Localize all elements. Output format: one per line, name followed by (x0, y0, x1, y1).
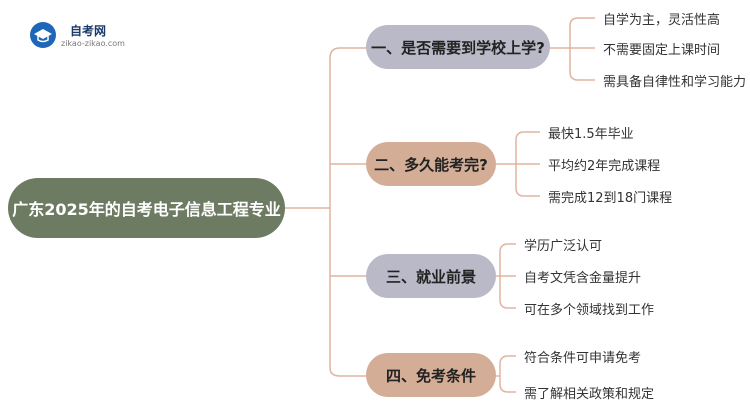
branch-node-school: 一、是否需要到学校上学? (366, 25, 550, 69)
leaf-item: 不需要固定上课时间 (603, 43, 721, 58)
branch-node-exemption: 四、免考条件 (366, 353, 496, 397)
branch-node-employment: 三、就业前景 (366, 254, 496, 298)
site-logo: 自考网 zikao-zikao.com (30, 20, 140, 50)
logo-subtitle: zikao-zikao.com (61, 39, 125, 48)
branch-label: 三、就业前景 (385, 267, 476, 286)
leaf-item: 自考文凭含金量提升 (524, 271, 642, 286)
root-label: 广东2025年的自考电子信息工程专业 (12, 200, 281, 219)
branch-node-duration: 二、多久能考完? (366, 142, 496, 186)
leaf-item: 最快1.5年毕业 (548, 127, 634, 142)
branch-label: 二、多久能考完? (374, 155, 488, 174)
connector-b2-vertical (515, 131, 525, 197)
leaf-item: 需完成12到18门课程 (548, 191, 673, 206)
leaf-item: 符合条件可申请免考 (524, 351, 642, 366)
leaf-item: 平均约2年完成课程 (548, 159, 661, 174)
leaf-item: 学历广泛认可 (524, 239, 603, 254)
leaf-item: 需了解相关政策和规定 (524, 387, 655, 402)
connector-b4-vertical (499, 355, 509, 393)
branch-label: 一、是否需要到学校上学? (371, 38, 545, 57)
branch-label: 四、免考条件 (385, 366, 476, 385)
leaf-item: 自学为主，灵活性高 (603, 13, 721, 28)
graduation-cap-icon (30, 22, 56, 48)
connector-b3-vertical (499, 243, 509, 309)
leaf-item: 可在多个领域找到工作 (524, 303, 655, 318)
leaf-item: 需具备自律性和学习能力 (603, 75, 747, 90)
connector-trunk (329, 47, 341, 377)
logo-title: 自考网 (70, 24, 107, 38)
connector-b1-vertical (569, 17, 579, 81)
root-node: 广东2025年的自考电子信息工程专业 (8, 178, 285, 238)
